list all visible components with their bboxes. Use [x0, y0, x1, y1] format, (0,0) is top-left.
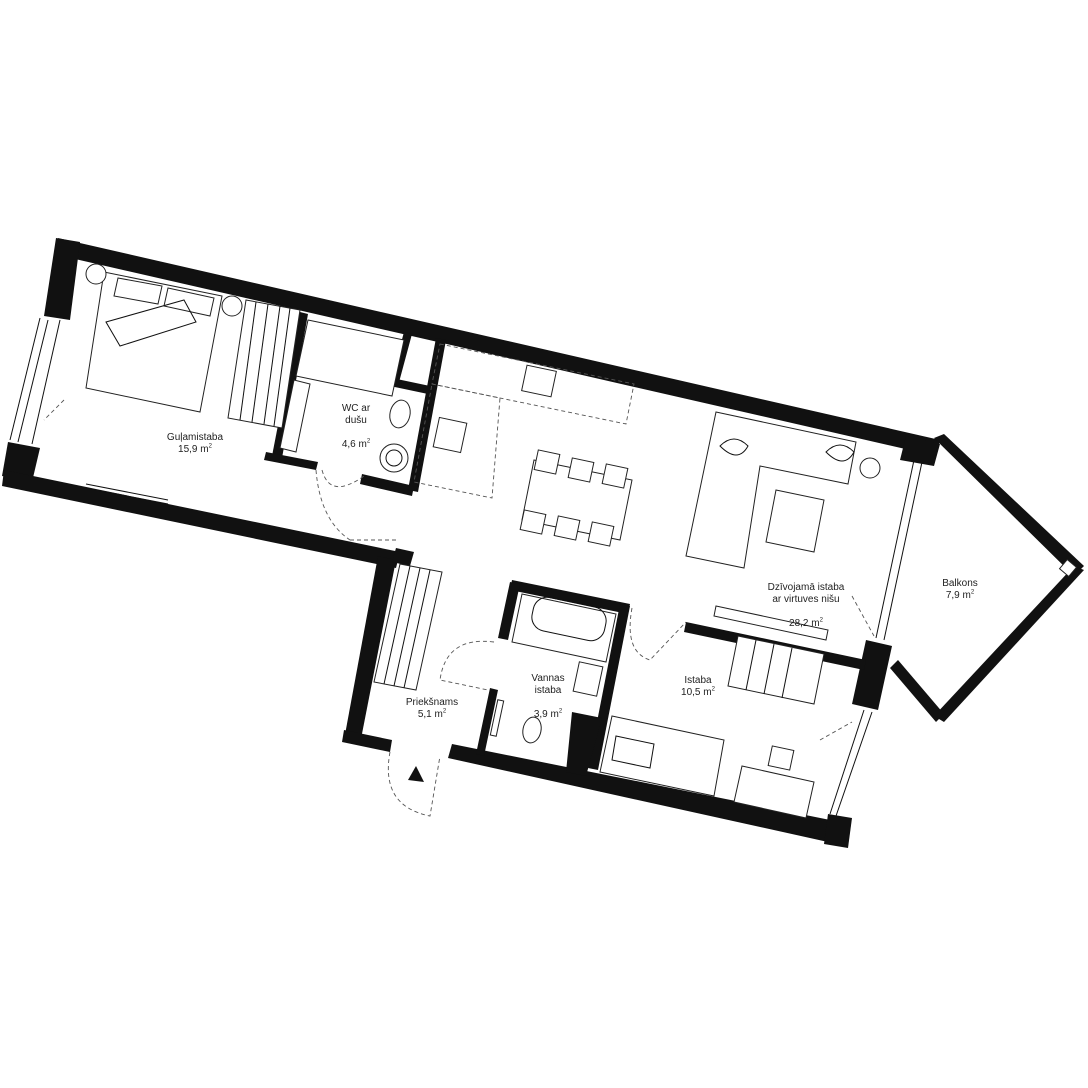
bath-furniture [511, 593, 617, 744]
wall-shaft-2 [390, 378, 430, 394]
room-name: Priekšnams [405, 697, 459, 708]
room-area: 15,9 m2 [178, 443, 212, 455]
room-area: 3,9 m2 [533, 708, 563, 720]
wall-bath-left [498, 582, 520, 640]
armchair-left [719, 438, 749, 456]
tv-stand [713, 605, 829, 641]
desk [733, 765, 815, 819]
room-label-gulamistaba: Guļamistaba 15,9 m2 [150, 432, 240, 456]
room-name: Dzīvojamā istaba ar virtuves nišu [767, 582, 845, 605]
bath-toilet [522, 716, 542, 744]
chair-4 [519, 509, 547, 535]
wc-sink [279, 379, 311, 453]
door-balcony [851, 595, 875, 637]
doors [43, 399, 875, 817]
room-name: WC ar dušu [341, 403, 371, 426]
room-label-istaba: Istaba 10,5 m2 [670, 675, 726, 699]
chair-1 [533, 449, 561, 475]
single-bed [599, 715, 725, 797]
wall-hall-left [344, 556, 396, 744]
armchair-right [825, 444, 855, 462]
wall-hall-bottom [342, 730, 392, 752]
room-area: 4,6 m2 [341, 438, 371, 450]
desk-chair [767, 745, 795, 771]
chair-6 [587, 521, 615, 547]
room-area: 7,9 m2 [945, 589, 975, 601]
kitchen-column [413, 383, 501, 499]
wall-wc-right [408, 338, 446, 492]
chair-3 [601, 463, 629, 489]
chair-2 [567, 457, 595, 483]
floor-lamp [859, 457, 881, 479]
balcony [890, 434, 1084, 722]
wall-corner-top-right [900, 436, 940, 466]
hall-furniture [373, 563, 505, 737]
washing-machine [379, 443, 409, 473]
door-bath [439, 640, 495, 691]
wall-bath-top [510, 580, 630, 614]
bathtub [511, 593, 617, 663]
wall-bedroom-bottom [2, 470, 400, 568]
kitchen-furniture [413, 343, 635, 547]
balcony-post [1058, 558, 1078, 578]
istaba-furniture [599, 635, 825, 819]
door-istaba [629, 607, 687, 661]
room-name: Guļamistaba [166, 432, 224, 443]
wall-bottom [448, 744, 850, 846]
room-label-wc: WC ar dušu 4,6 m2 [326, 391, 386, 463]
room-label-dzivojama: Dzīvojamā istaba ar virtuves nišu 28,2 m… [746, 570, 866, 642]
wall-wc-bottom-right [360, 474, 414, 496]
room-area: 5,1 m2 [417, 708, 447, 720]
bedroom-furniture [85, 263, 301, 429]
room-area: 10,5 m2 [681, 686, 715, 698]
door-bedroom [315, 469, 351, 541]
balcony-rail-right [934, 566, 1084, 722]
living-furniture [685, 411, 881, 641]
room-name: Vannas istaba [531, 673, 565, 696]
sofa [685, 411, 857, 569]
wardrobe-bedroom [227, 299, 301, 429]
door-entrance [387, 751, 441, 817]
wc-toilet [389, 399, 411, 429]
coffee-table [765, 489, 825, 553]
bath-sink [572, 661, 604, 697]
kitchen-counter [431, 343, 635, 425]
wall-wc-bottom [264, 452, 318, 470]
room-label-balkons: Balkons 7,9 m2 [930, 578, 990, 602]
balcony-rail-bottom [890, 660, 944, 722]
shower-tray [295, 319, 405, 397]
windows [9, 317, 923, 817]
wall-bath-shaft [566, 712, 602, 776]
door-bedroom-window [43, 399, 65, 421]
room-label-prieksnams: Priekšnams 5,1 m2 [392, 697, 472, 721]
wall-hall-right [392, 548, 414, 566]
exterior-walls [2, 238, 940, 848]
wc-furniture [279, 319, 411, 473]
room-name: Balkons [942, 578, 978, 589]
room-name: Istaba [684, 675, 712, 686]
entrance-arrow-icon [408, 766, 424, 782]
room-label-vannas: Vannas istaba 3,9 m2 [520, 661, 576, 733]
wall-pillar-right [852, 640, 892, 710]
wardrobe-istaba [727, 635, 825, 705]
wall-top [58, 238, 940, 456]
wardrobe-hall [373, 563, 443, 691]
wall-corner-bottom-right [824, 814, 852, 848]
hob [432, 416, 468, 454]
kitchen-sink [521, 364, 557, 398]
radiator-hall [489, 699, 505, 737]
balcony-rail-top [934, 434, 1084, 576]
pillow-right [163, 287, 215, 317]
door-wc [321, 469, 365, 487]
pillow-left [113, 277, 163, 305]
lamp-left [85, 263, 107, 285]
room-area: 28,2 m2 [789, 617, 823, 629]
lamp-right [221, 295, 243, 317]
wall-bath-left-low [476, 688, 498, 756]
wall-corner-top-left [44, 238, 80, 320]
door-istaba-window [819, 721, 853, 741]
chair-5 [553, 515, 581, 541]
